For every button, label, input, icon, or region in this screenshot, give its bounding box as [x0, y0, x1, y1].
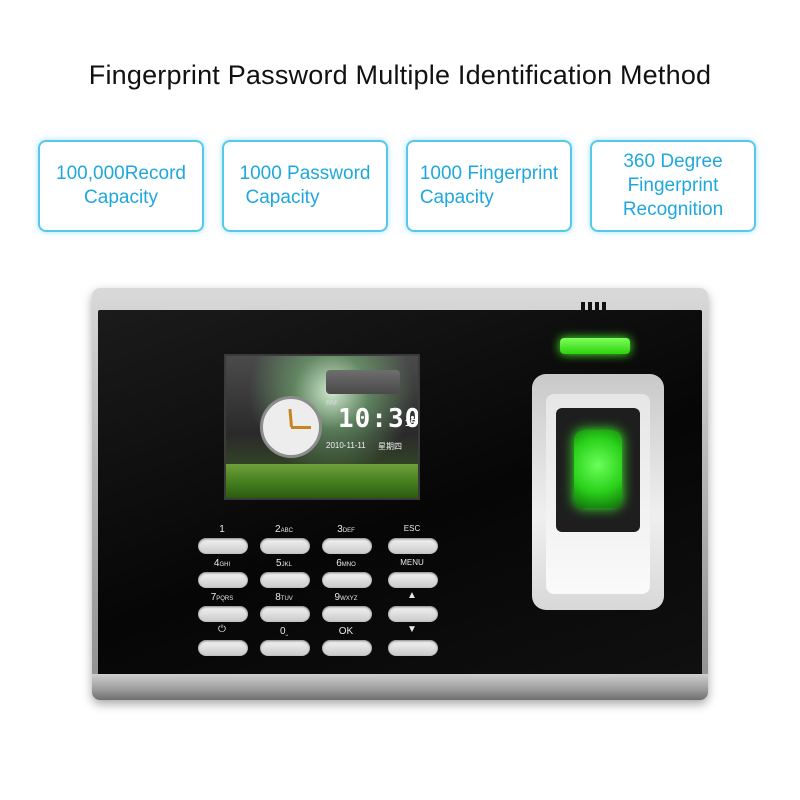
- key-label: OK: [338, 626, 354, 637]
- screen-ampm-label: RM: [326, 400, 337, 407]
- key-8-button[interactable]: [260, 606, 310, 622]
- feature-line: Capacity: [419, 187, 494, 208]
- key-label: ESC: [403, 524, 421, 533]
- time-attendance-device: RM 10:30 15 2010-11-11 星期四 1 2ABC 3DEF E…: [92, 288, 708, 700]
- key-1-button[interactable]: [198, 538, 248, 554]
- screen-weekday: 星期四: [378, 442, 402, 451]
- device-bottom-trim: [92, 674, 708, 700]
- key-5-button[interactable]: [260, 572, 310, 588]
- key-label: 7PQRS: [210, 592, 234, 603]
- key-label: 4GHI: [213, 558, 231, 569]
- feature-line: Capacity: [245, 187, 320, 208]
- feature-box-password-capacity: 1000 Password Capacity: [222, 140, 388, 232]
- feature-line: Recognition: [622, 199, 724, 220]
- screen-date: 2010-11-11: [326, 441, 366, 450]
- feature-line: 360 Degree: [623, 151, 723, 172]
- feature-box-record-capacity: 100,000Record Capacity: [38, 140, 204, 232]
- key-9-button[interactable]: [322, 606, 372, 622]
- feature-box-360-recognition: 360 Degree Fingerprint Recognition: [590, 140, 756, 232]
- key-4-button[interactable]: [198, 572, 248, 588]
- feature-line: Capacity: [84, 187, 158, 208]
- key-label: 9WXYZ: [334, 592, 358, 603]
- feature-line: 100,000Record: [56, 163, 186, 184]
- key-power-button[interactable]: [198, 640, 248, 656]
- key-0-button[interactable]: [260, 640, 310, 656]
- key-label: 6MNO: [336, 558, 356, 569]
- screen-seconds: 15: [405, 418, 417, 429]
- clock-hour-hand: [288, 408, 293, 428]
- key-label: 8TUV: [275, 592, 293, 603]
- feature-line: Fingerprint: [627, 175, 719, 196]
- screen-time: 10:30: [338, 404, 420, 434]
- key-label: 5JKL: [276, 558, 292, 569]
- feature-line: 1000 Password: [239, 163, 371, 184]
- down-arrow-icon: ▼: [407, 624, 417, 635]
- screen-banner-slot: [326, 370, 400, 394]
- key-up-button[interactable]: [388, 606, 438, 622]
- key-menu-button[interactable]: [388, 572, 438, 588]
- screen-grass: [226, 464, 418, 498]
- key-label: MENU: [400, 558, 424, 567]
- key-7-button[interactable]: [198, 606, 248, 622]
- key-label: 2ABC: [275, 524, 293, 535]
- key-3-button[interactable]: [322, 538, 372, 554]
- fingerprint-window: [556, 408, 640, 532]
- key-down-button[interactable]: [388, 640, 438, 656]
- feature-line: 1000 Fingerprint: [419, 163, 559, 184]
- speaker-grille: [578, 302, 608, 316]
- feature-box-fingerprint-capacity: 1000 Fingerprint Capacity: [406, 140, 572, 232]
- key-label: 3DEF: [337, 524, 355, 535]
- feature-list: 100,000Record Capacity 1000 Password Cap…: [0, 0, 800, 260]
- key-ok-button[interactable]: [322, 640, 372, 656]
- key-esc-button[interactable]: [388, 538, 438, 554]
- fingerprint-sensor[interactable]: [574, 430, 622, 508]
- page-title: Fingerprint Password Multiple Identifica…: [88, 60, 712, 90]
- power-icon: ⏻: [218, 624, 226, 635]
- analog-clock-icon: [260, 396, 322, 458]
- status-led-indicator: [560, 338, 630, 354]
- key-label: 0⎵: [280, 626, 288, 637]
- key-6-button[interactable]: [322, 572, 372, 588]
- up-arrow-icon: ▲: [407, 590, 417, 601]
- key-label: 1: [219, 524, 225, 535]
- lcd-screen: RM 10:30 15 2010-11-11 星期四: [224, 354, 420, 500]
- clock-minute-hand: [291, 426, 311, 429]
- fingerprint-module: [532, 374, 664, 610]
- key-2-button[interactable]: [260, 538, 310, 554]
- fingerprint-module-inner: [546, 394, 650, 594]
